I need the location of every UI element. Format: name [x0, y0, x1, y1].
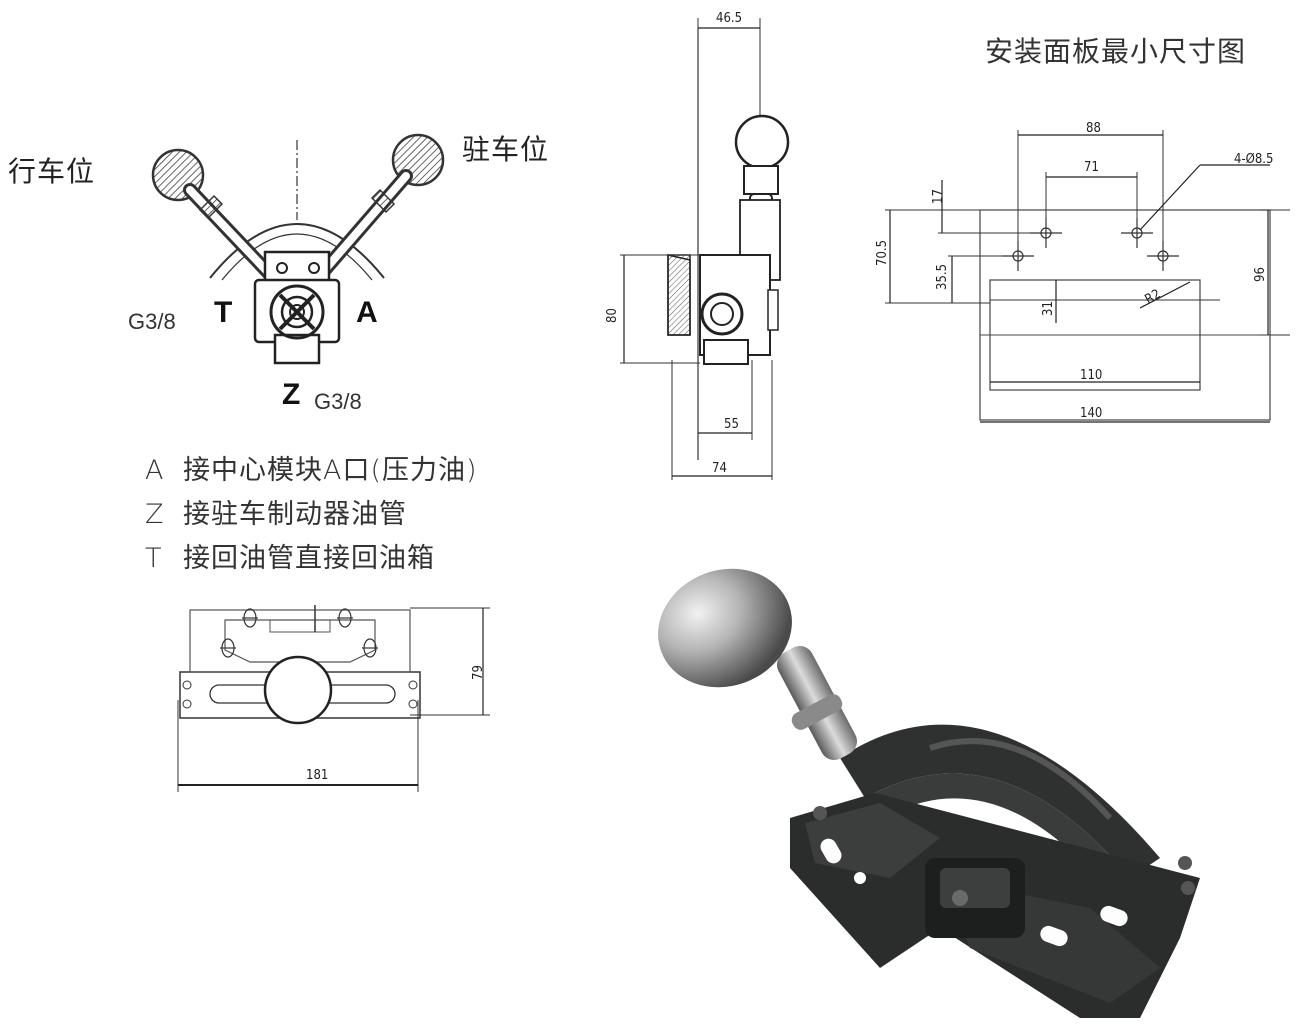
dim-70-5: 70.5 [875, 240, 890, 266]
thread-z: G3/8 [314, 389, 362, 414]
svg-text:181: 181 [306, 768, 328, 783]
top-view-drawing [177, 605, 490, 792]
svg-text:17: 17 [931, 189, 946, 204]
dim-79: 79 [471, 665, 486, 680]
dim-r2: R2 [1143, 287, 1164, 308]
label-park-position: 驻车位 [462, 133, 550, 166]
valve-schematic [151, 133, 445, 365]
dim-140: 140 [1080, 406, 1102, 421]
port-z: Z [282, 378, 301, 411]
dim-80: 80 [605, 308, 620, 323]
dim-110: 110 [1080, 368, 1102, 383]
svg-text:96: 96 [1253, 267, 1268, 282]
svg-text:110: 110 [1080, 368, 1102, 383]
svg-text:79: 79 [471, 665, 486, 680]
svg-text:74: 74 [712, 461, 727, 476]
svg-text:4-Ø8.5: 4-Ø8.5 [1234, 152, 1273, 167]
legend-key: T [145, 543, 163, 574]
legend-item-t: T 接回油管直接回油箱 [145, 536, 435, 575]
legend-text: 接回油管直接回油箱 [183, 543, 435, 574]
svg-text:R2: R2 [1143, 287, 1164, 308]
drive-lever [151, 148, 287, 292]
dim-31: 31 [1041, 301, 1056, 316]
panel-title: 安装面板最小尺寸图 [985, 35, 1247, 68]
port-t: T [214, 296, 233, 329]
dim-181: 181 [306, 768, 328, 783]
product-photo [658, 568, 1200, 1018]
svg-text:35.5: 35.5 [935, 264, 950, 290]
side-view-drawing [620, 18, 790, 480]
legend-key: A [145, 455, 165, 486]
svg-text:140: 140 [1080, 406, 1102, 421]
dim-74: 74 [712, 461, 727, 476]
svg-text:80: 80 [605, 308, 620, 323]
svg-text:55: 55 [724, 417, 739, 432]
svg-text:88: 88 [1086, 121, 1101, 136]
legend-item-a: A 接中心模块A口(压力油) [145, 448, 478, 487]
park-lever [309, 133, 445, 287]
dim-17: 17 [931, 189, 946, 204]
thread-t: G3/8 [128, 309, 176, 334]
dim-35-5: 35.5 [935, 264, 950, 290]
dim-71: 71 [1084, 160, 1099, 175]
svg-text:70.5: 70.5 [875, 240, 890, 266]
hole-spec: 4-Ø8.5 [1234, 152, 1273, 167]
legend-key: Z [145, 499, 165, 530]
label-drive-position: 行车位 [8, 155, 96, 188]
dim-46-5: 46.5 [716, 11, 742, 26]
dim-55: 55 [724, 417, 739, 432]
svg-text:71: 71 [1084, 160, 1099, 175]
svg-text:46.5: 46.5 [716, 11, 742, 26]
port-a: A [356, 296, 378, 329]
svg-text:31: 31 [1041, 301, 1056, 316]
legend-text: 接中心模块A口(压力油) [183, 455, 478, 486]
legend-item-z: Z 接驻车制动器油管 [145, 492, 407, 531]
panel-drawing [885, 130, 1290, 423]
legend-text: 接驻车制动器油管 [183, 499, 407, 530]
dim-96: 96 [1253, 267, 1268, 282]
dim-88: 88 [1086, 121, 1101, 136]
